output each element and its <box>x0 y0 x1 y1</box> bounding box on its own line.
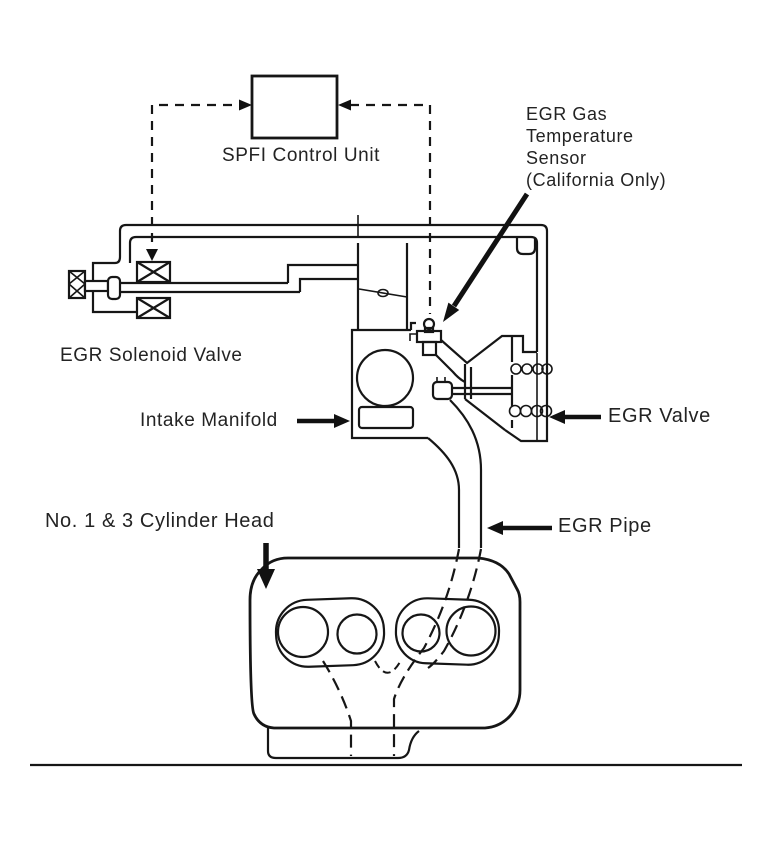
egr-pipe-callout-arrow <box>487 521 552 535</box>
spfi-control-unit-box <box>250 74 339 140</box>
solenoid-adjust-screw <box>67 269 87 300</box>
duct-fitting-notch <box>515 238 537 256</box>
sensor-label-line-4: (California Only) <box>526 170 667 190</box>
vacuum-fitting <box>431 377 512 401</box>
control-wire-left <box>146 99 252 261</box>
cylinder-head-callout-arrow <box>257 543 275 589</box>
egr-solenoid-valve-label: EGR Solenoid Valve <box>60 345 243 366</box>
wire-arrow-into-box-left-icon <box>239 99 252 111</box>
intake-manifold-label: Intake Manifold <box>140 410 278 431</box>
egr-pipe <box>322 399 483 756</box>
egr-gas-temp-sensor-label: EGR Gas Temperature Sensor (California O… <box>526 103 666 191</box>
cylinder-head <box>248 556 522 760</box>
intake-manifold <box>350 321 428 440</box>
port-pod-left <box>274 597 386 668</box>
port-pod-right <box>394 597 501 666</box>
vacuum-pipe <box>286 263 358 292</box>
egr-valve <box>435 334 553 443</box>
egr-solenoid-valve <box>67 260 300 320</box>
sensor-label-line-2: Temperature <box>526 126 634 146</box>
egr-gas-temp-sensor <box>409 317 443 357</box>
sensor-callout-arrow <box>443 192 530 322</box>
engine-base <box>266 728 420 760</box>
spfi-control-unit-label: SPFI Control Unit <box>222 145 381 166</box>
egr-valve-label: EGR Valve <box>608 405 711 427</box>
control-wire-right <box>338 99 432 314</box>
air-duct <box>114 215 549 352</box>
sensor-label-line-1: EGR Gas <box>526 104 608 124</box>
egr-pipe-label: EGR Pipe <box>558 515 652 537</box>
sensor-label-line-3: Sensor <box>526 148 587 168</box>
wire-arrow-into-box-right-icon <box>338 99 351 111</box>
throttle-body <box>356 243 409 330</box>
cylinder-head-label: No. 1 & 3 Cylinder Head <box>45 510 275 532</box>
throttle-shaft <box>377 288 389 298</box>
egr-valve-callout-arrow <box>549 410 601 424</box>
wire-arrow-down-solenoid-icon <box>146 249 158 261</box>
intake-manifold-callout-arrow <box>297 414 350 428</box>
egr-valve-spring-coils <box>508 363 553 418</box>
